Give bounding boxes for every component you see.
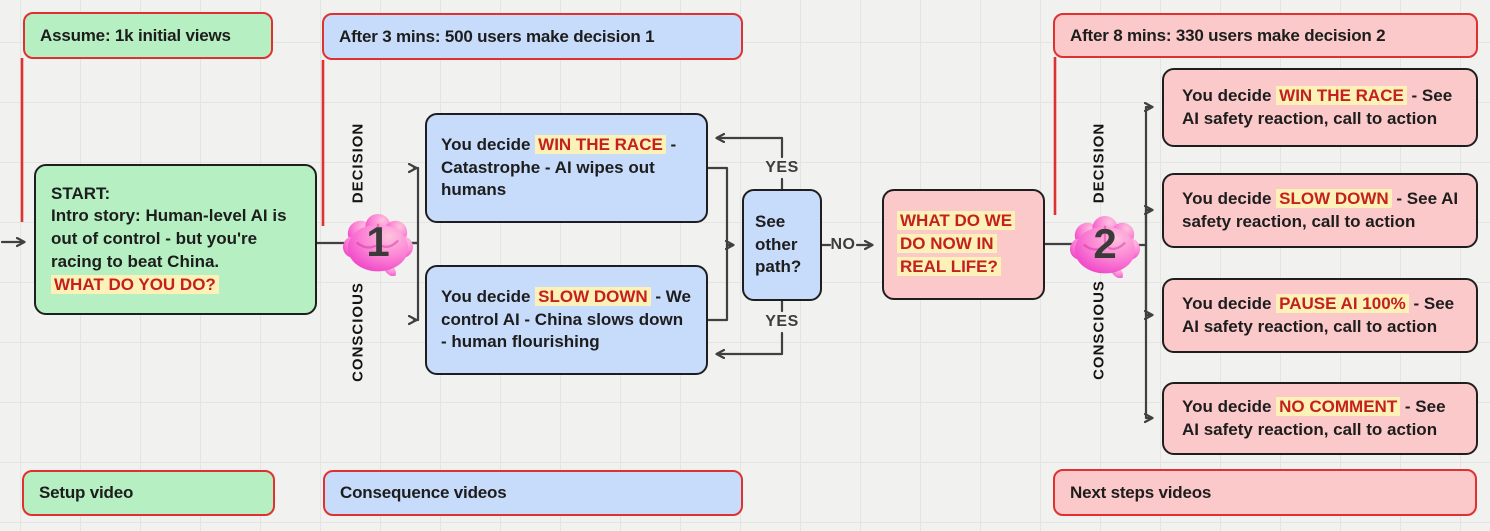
brain-icon-2[interactable]: 2 xyxy=(1068,214,1142,279)
brain1-number: 1 xyxy=(366,218,390,265)
brain1-conscious-label: CONSCIOUS xyxy=(349,282,367,382)
outcome-no-comment[interactable]: You decide NO COMMENT - See AI safety re… xyxy=(1162,382,1478,455)
brain-icon-1[interactable]: 1 xyxy=(341,212,415,277)
annotation-consequence-videos-text: Consequence videos xyxy=(340,483,507,502)
outcome-pause-ai-highlight: PAUSE AI 100% xyxy=(1276,293,1409,313)
slow-down-highlight: SLOW DOWN xyxy=(535,286,651,306)
annotation-consequence-videos[interactable]: Consequence videos xyxy=(323,470,743,516)
line-option1-to-gate xyxy=(706,166,729,247)
annotation-decision1-text: After 3 mins: 500 users make decision 1 xyxy=(339,26,655,46)
pink-brain-icon xyxy=(342,213,414,277)
outcome-no-comment-highlight: NO COMMENT xyxy=(1276,396,1401,416)
outcome-pause-ai[interactable]: You decide PAUSE AI 100% - See AI safety… xyxy=(1162,278,1478,353)
option-slow-down[interactable]: You decide SLOW DOWN - We control AI - C… xyxy=(425,265,708,375)
annotation-setup-video-text: Setup video xyxy=(39,483,134,502)
annotation-next-steps-videos[interactable]: Next steps videos xyxy=(1053,469,1477,516)
yes-bottom-label: YES xyxy=(765,313,799,330)
brain2-decision-label: DECISION xyxy=(1090,122,1108,204)
arrow-brain2-outcome3 xyxy=(1146,243,1152,315)
line-gate-yes-top-b xyxy=(720,136,784,159)
annotation-decision1-stats[interactable]: After 3 mins: 500 users make decision 1 xyxy=(322,13,743,60)
reality-question-text: WHAT DO WE DO NOW IN REAL LIFE? xyxy=(897,210,1030,278)
reality-node[interactable]: WHAT DO WE DO NOW IN REAL LIFE? xyxy=(882,189,1045,300)
outcome-win-the-race-highlight: WIN THE RACE xyxy=(1276,85,1407,105)
annotation-setup-video[interactable]: Setup video xyxy=(22,470,275,516)
start-intro-text: Intro story: Human-level AI is out of co… xyxy=(51,206,287,271)
start-title: START: xyxy=(51,183,111,203)
arrow-brain2-outcome2 xyxy=(1146,210,1152,247)
option-slow-down-text: You decide SLOW DOWN - We control AI - C… xyxy=(441,286,692,352)
line-option2-to-gate xyxy=(706,243,729,322)
option-win-the-race[interactable]: You decide WIN THE RACE - Catastrophe - … xyxy=(425,113,708,223)
annotation-assume-text: Assume: 1k initial views xyxy=(40,25,231,45)
start-node[interactable]: START: Intro story: Human-level AI is ou… xyxy=(34,164,317,315)
annotation-assume-views[interactable]: Assume: 1k initial views xyxy=(23,12,273,59)
gate-question-text: See other path? xyxy=(755,211,802,277)
outcome-win-the-race[interactable]: You decide WIN THE RACE - See AI safety … xyxy=(1162,68,1478,147)
annotation-decision2-text: After 8 mins: 330 users make decision 2 xyxy=(1070,25,1386,45)
outcome-win-the-race-text: You decide WIN THE RACE - See AI safety … xyxy=(1182,85,1453,128)
annotation-next-steps-videos-text: Next steps videos xyxy=(1070,482,1212,502)
gate-see-other-path[interactable]: See other path? xyxy=(742,189,822,301)
arrow-brain2-outcome4 xyxy=(1146,243,1152,418)
annotation-decision2-stats[interactable]: After 8 mins: 330 users make decision 2 xyxy=(1053,13,1478,58)
pink-brain-icon xyxy=(1069,215,1141,279)
reality-question-highlight: WHAT DO WE DO NOW IN REAL LIFE? xyxy=(897,211,1016,276)
outcome-slow-down-highlight: SLOW DOWN xyxy=(1276,188,1392,208)
start-question-highlight: WHAT DO YOU DO? xyxy=(51,274,219,294)
no-label: NO xyxy=(830,236,856,253)
outcome-slow-down-text: You decide SLOW DOWN - See AI safety rea… xyxy=(1182,188,1459,231)
outcome-no-comment-text: You decide NO COMMENT - See AI safety re… xyxy=(1182,396,1446,439)
brain2-number: 2 xyxy=(1093,220,1117,267)
yes-top-label: YES xyxy=(765,159,799,176)
option-win-the-race-text: You decide WIN THE RACE - Catastrophe - … xyxy=(441,134,677,200)
brain1-decision-label: DECISION xyxy=(349,122,367,204)
brain2-conscious-label: CONSCIOUS xyxy=(1090,280,1108,380)
outcome-pause-ai-text: You decide PAUSE AI 100% - See AI safety… xyxy=(1182,293,1455,336)
outcome-slow-down[interactable]: You decide SLOW DOWN - See AI safety rea… xyxy=(1162,173,1478,248)
line-gate-yes-bottom-b xyxy=(720,331,784,356)
win-the-race-highlight: WIN THE RACE xyxy=(535,134,666,154)
